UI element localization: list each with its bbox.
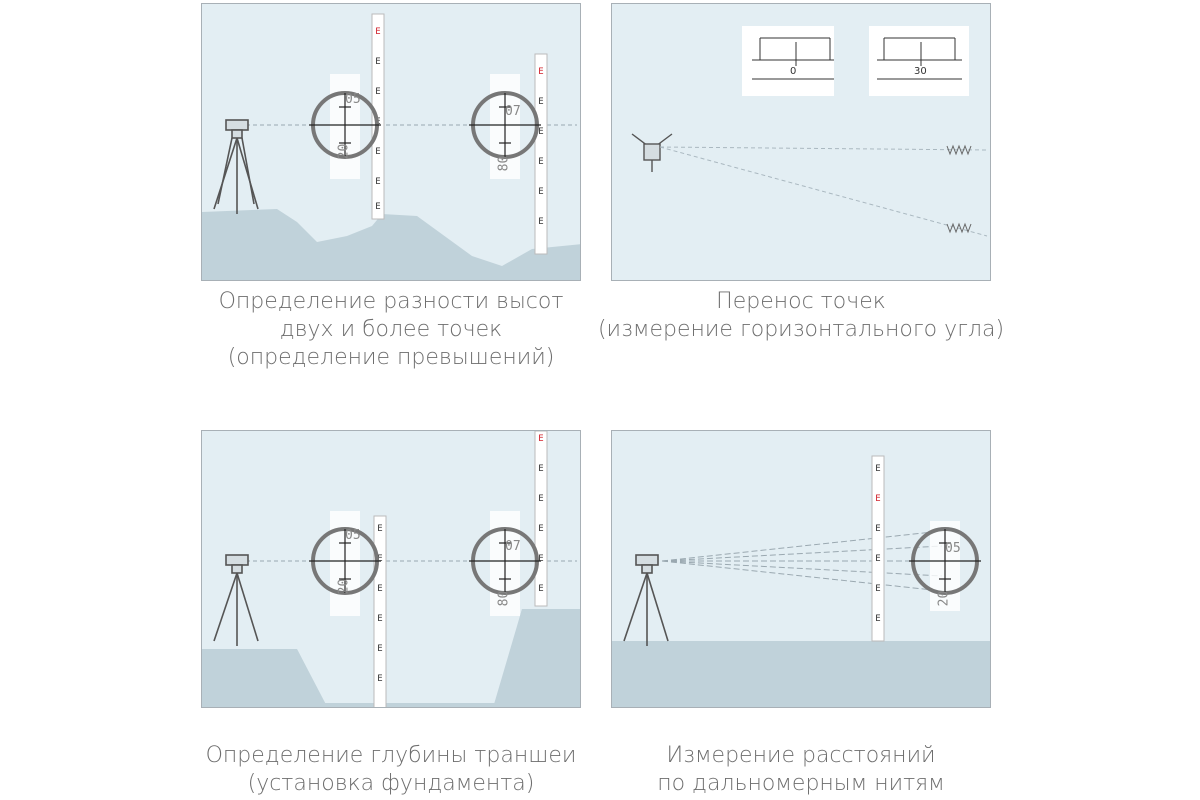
- staff-icon: E E E E E E: [871, 455, 885, 642]
- spring-target-icon: [946, 144, 972, 234]
- svg-text:E: E: [875, 494, 880, 504]
- svg-text:E: E: [538, 584, 543, 594]
- staff-icon: E E E E E E: [534, 53, 548, 255]
- staff-icon: E E E E E E: [373, 515, 387, 707]
- caption-line: двух и более точек: [279, 317, 503, 342]
- svg-text:E: E: [538, 464, 543, 474]
- caption-point-transfer: Перенос точек (измерение горизонтального…: [571, 288, 1031, 344]
- reticle-icon: [309, 511, 381, 616]
- svg-text:E: E: [538, 434, 543, 444]
- tripod-level-icon: [213, 119, 259, 214]
- reticle-label-bottom: 20: [336, 578, 352, 595]
- svg-text:E: E: [377, 584, 382, 594]
- caption-height-difference: Определение разности высот двух и более …: [161, 288, 621, 372]
- reticle-label-top: 07: [505, 539, 521, 554]
- svg-text:E: E: [875, 584, 880, 594]
- svg-text:E: E: [375, 177, 380, 187]
- svg-text:E: E: [875, 464, 880, 474]
- svg-text:E: E: [375, 202, 380, 212]
- caption-line: Определение разности высот: [218, 289, 564, 314]
- svg-text:E: E: [377, 554, 382, 564]
- svg-text:E: E: [375, 87, 380, 97]
- tripod-level-icon: [623, 554, 669, 646]
- reticle-label-bottom: 20: [336, 143, 352, 160]
- height-difference-illustration: E E E E E E E E E E E E E: [202, 13, 580, 280]
- reticle-label-bottom: 20: [936, 590, 952, 607]
- svg-text:E: E: [875, 614, 880, 624]
- svg-text:E: E: [538, 524, 543, 534]
- svg-text:E: E: [538, 217, 543, 227]
- distance-measurement-illustration: E E E E E E: [612, 455, 990, 707]
- theodolite-icon: [631, 133, 673, 172]
- reticle-icon: [309, 74, 381, 179]
- svg-text:E: E: [377, 614, 382, 624]
- svg-text:E: E: [375, 27, 380, 37]
- staff-icon: E E E E E E E: [371, 13, 385, 220]
- reticle-label-top: 05: [945, 541, 961, 556]
- svg-text:E: E: [375, 57, 380, 67]
- scale-icon: [742, 26, 834, 96]
- caption-line: (измерение горизонтального угла): [597, 317, 1005, 342]
- scale-value: 30: [914, 66, 927, 77]
- svg-text:E: E: [538, 157, 543, 167]
- svg-text:E: E: [375, 147, 380, 157]
- svg-text:E: E: [538, 97, 543, 107]
- reticle-icon: [909, 521, 981, 611]
- svg-text:E: E: [538, 554, 543, 564]
- reticle-icon: [469, 74, 541, 179]
- svg-text:E: E: [538, 127, 543, 137]
- svg-text:E: E: [377, 674, 382, 684]
- caption-line: (установка фундамента): [247, 771, 535, 796]
- ground: [202, 209, 580, 280]
- svg-text:E: E: [875, 524, 880, 534]
- caption-line: Перенос точек: [716, 289, 886, 314]
- svg-text:E: E: [377, 644, 382, 654]
- reticle-icon: [469, 511, 541, 616]
- reticle-label-top: 05: [345, 528, 361, 543]
- staff-icon: E E E E E E: [534, 431, 548, 607]
- caption-line: Определение глубины траншеи: [205, 743, 577, 768]
- svg-text:E: E: [538, 187, 543, 197]
- svg-text:E: E: [538, 67, 543, 77]
- svg-text:E: E: [377, 524, 382, 534]
- svg-text:E: E: [538, 494, 543, 504]
- scale-value: 0: [790, 66, 797, 77]
- panel-height-difference: E E E E E E E E E E E E E: [201, 3, 581, 281]
- caption-line: (определение превышений): [227, 345, 555, 370]
- caption-line: Измерение расстояний: [666, 743, 936, 768]
- caption-line: по дальномерным нитям: [657, 771, 945, 796]
- trench-depth-illustration: E E E E E E E E E E E E: [202, 431, 580, 707]
- caption-trench-depth: Определение глубины траншеи (установка ф…: [161, 742, 621, 798]
- panel-point-transfer: 0 30: [611, 3, 991, 281]
- point-transfer-illustration: [631, 26, 988, 237]
- reticle-label-top: 05: [345, 92, 361, 107]
- scale-icon: [869, 26, 969, 96]
- caption-distance-measurement: Измерение расстояний по дальномерным нит…: [571, 742, 1031, 798]
- reticle-label-top: 07: [505, 104, 521, 119]
- panel-trench-depth: E E E E E E E E E E E E: [201, 430, 581, 708]
- tripod-level-icon: [213, 554, 259, 646]
- reticle-label-bottom: 80: [496, 590, 512, 607]
- reticle-label-bottom: 80: [496, 155, 512, 172]
- panel-distance-measurement: E E E E E E 05 20: [611, 430, 991, 708]
- svg-text:E: E: [875, 554, 880, 564]
- ground: [612, 641, 990, 707]
